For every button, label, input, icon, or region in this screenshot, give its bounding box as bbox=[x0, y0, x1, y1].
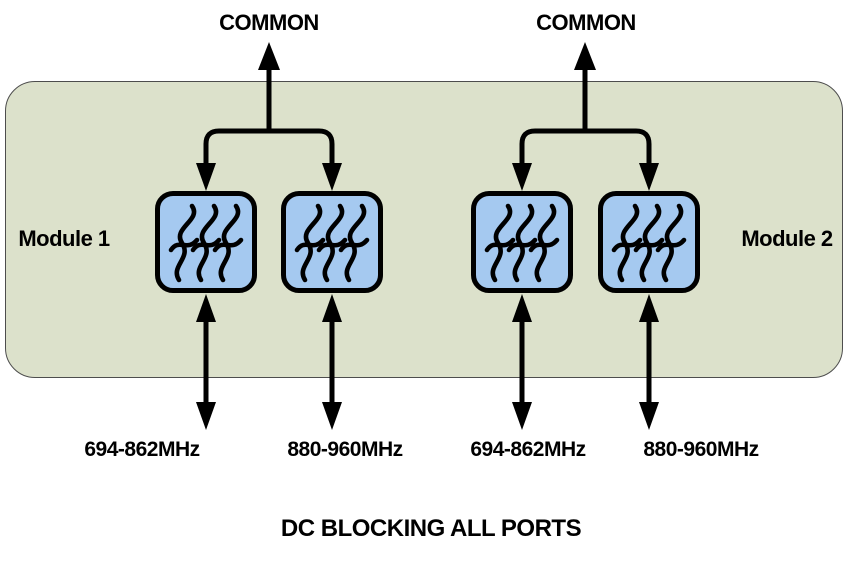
filter-icon bbox=[286, 196, 378, 288]
module2-label: Module 2 bbox=[741, 226, 833, 251]
dc-blocking-caption: DC BLOCKING ALL PORTS bbox=[280, 515, 582, 542]
common-port-label-left: COMMON bbox=[219, 10, 319, 35]
port-label-2: 880-960MHz bbox=[287, 438, 403, 461]
filter-block-2 bbox=[281, 191, 383, 293]
filter-icon bbox=[476, 196, 568, 288]
filter-block-1 bbox=[155, 191, 257, 293]
filter-block-3 bbox=[471, 191, 573, 293]
filter-icon bbox=[160, 196, 252, 288]
port-label-1: 694-862MHz bbox=[84, 438, 200, 461]
common-port-label-right: COMMON bbox=[536, 10, 636, 35]
module-enclosure-panel bbox=[5, 81, 843, 378]
port-label-4: 880-960MHz bbox=[643, 438, 759, 461]
filter-icon bbox=[603, 196, 695, 288]
filter-block-4 bbox=[598, 191, 700, 293]
port-label-3: 694-862MHz bbox=[470, 438, 586, 461]
module1-label: Module 1 bbox=[18, 226, 110, 251]
